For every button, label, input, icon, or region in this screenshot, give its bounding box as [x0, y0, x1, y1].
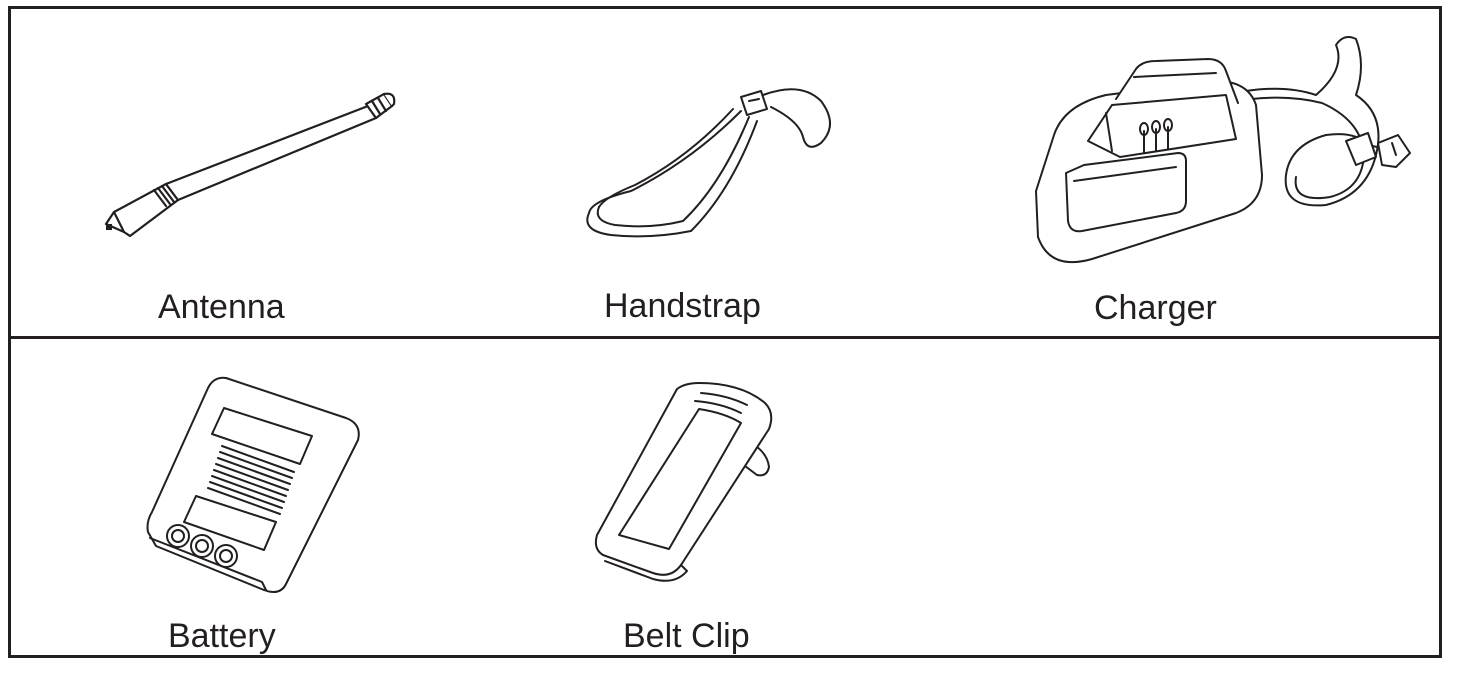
item-battery: Battery [136, 372, 396, 655]
row-divider [11, 336, 1439, 339]
handstrap-icon [571, 81, 851, 251]
accessories-table: Antenna Handstrap [8, 6, 1442, 658]
battery-icon [136, 372, 376, 592]
item-antenna: Antenna [96, 84, 416, 324]
charger-label: Charger [1094, 289, 1217, 327]
belt-clip-icon [591, 379, 791, 579]
battery-label: Battery [168, 617, 276, 655]
antenna-icon [96, 84, 416, 264]
antenna-label: Antenna [158, 288, 285, 326]
item-handstrap: Handstrap [571, 81, 871, 325]
belt-clip-label: Belt Clip [623, 617, 750, 655]
handstrap-label: Handstrap [604, 287, 761, 325]
item-charger: Charger [1026, 25, 1436, 325]
charger-icon [1026, 25, 1436, 275]
item-belt-clip: Belt Clip [591, 379, 831, 653]
